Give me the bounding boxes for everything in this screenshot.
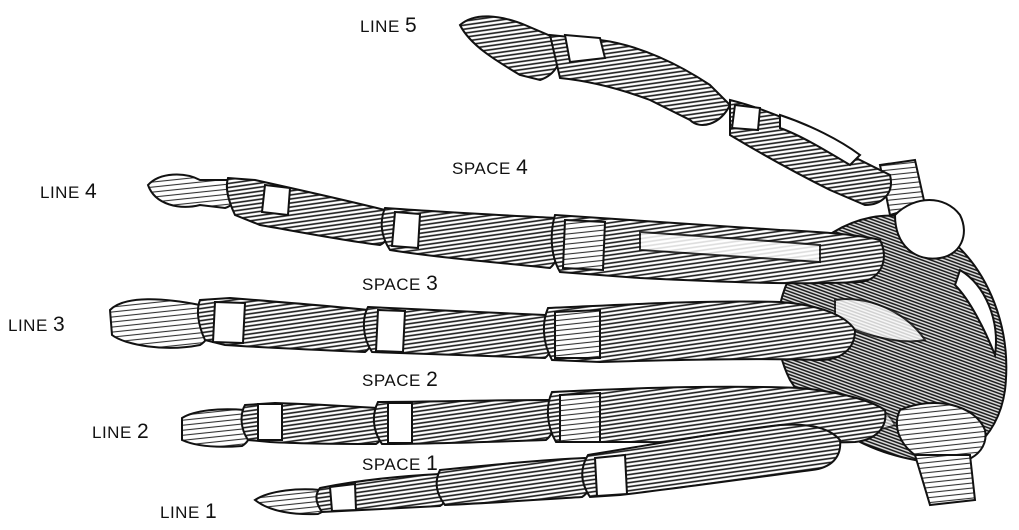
digit-3-bones	[110, 298, 855, 362]
label-space-2-number: 2	[426, 368, 438, 391]
label-line-5-word: LINE	[360, 17, 400, 36]
label-space-4-word: SPACE	[452, 159, 511, 178]
label-space-1: SPACE 1	[362, 452, 438, 476]
label-line-5-number: 5	[405, 14, 417, 37]
label-space-1-word: SPACE	[362, 455, 421, 474]
label-space-3-number: 3	[426, 272, 438, 295]
label-line-2-number: 2	[137, 420, 149, 443]
label-line-5: LINE 5	[360, 14, 417, 38]
label-space-4: SPACE 4	[452, 156, 528, 180]
label-space-2: SPACE 2	[362, 368, 438, 392]
label-space-1-number: 1	[426, 452, 438, 475]
label-line-2-word: LINE	[92, 423, 132, 442]
label-line-3: LINE 3	[8, 313, 65, 337]
label-line-2: LINE 2	[92, 420, 149, 444]
label-line-3-number: 3	[53, 313, 65, 336]
label-line-1-number: 1	[205, 500, 217, 523]
label-line-3-word: LINE	[8, 316, 48, 335]
label-line-4: LINE 4	[40, 180, 97, 204]
label-space-3: SPACE 3	[362, 272, 438, 296]
label-space-3-word: SPACE	[362, 275, 421, 294]
label-line-4-word: LINE	[40, 183, 80, 202]
label-space-2-word: SPACE	[362, 371, 421, 390]
digit-4-bones	[148, 175, 884, 284]
label-line-1-word: LINE	[160, 503, 200, 522]
label-line-4-number: 4	[85, 180, 97, 203]
label-space-4-number: 4	[516, 156, 528, 179]
label-line-1: LINE 1	[160, 500, 217, 524]
